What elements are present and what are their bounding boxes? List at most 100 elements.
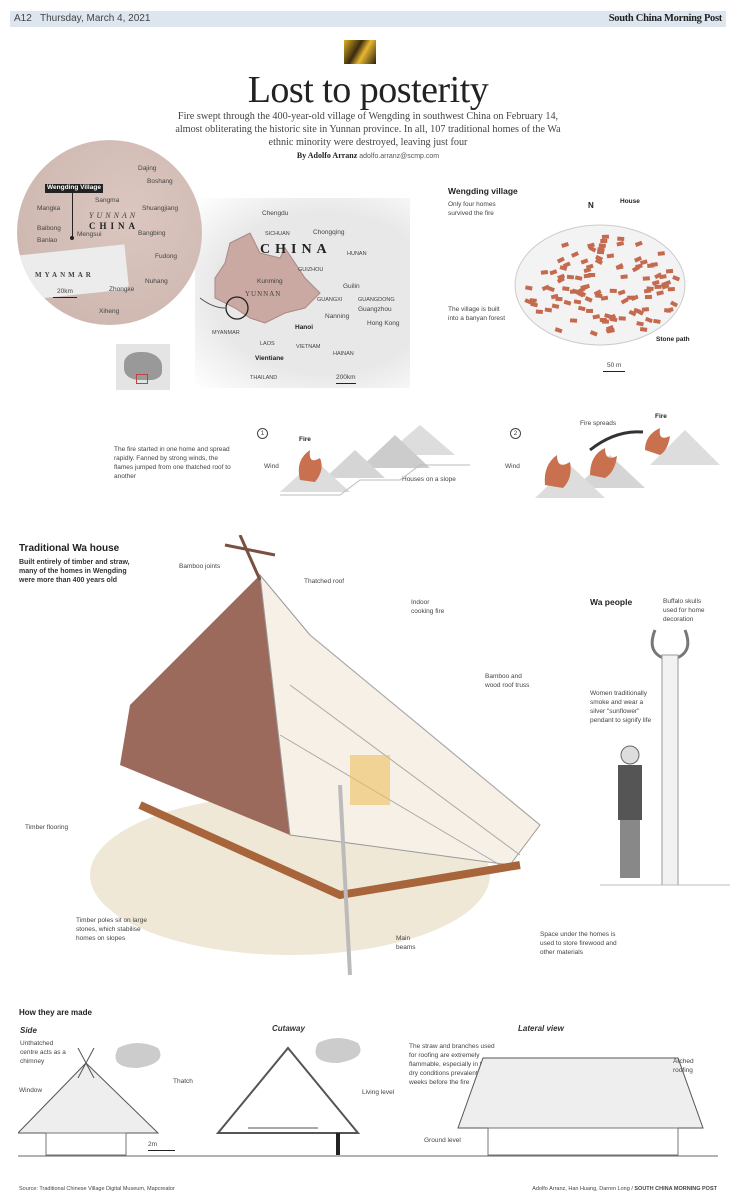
country-label: CHINA <box>89 221 140 231</box>
wind-label: Wind <box>264 463 279 470</box>
house-block <box>592 314 601 320</box>
country-label: MYANMAR <box>212 330 240 336</box>
province-label: GUIZHOU <box>298 267 324 273</box>
town-label: Xiheng <box>99 308 120 315</box>
wa-house-illustration <box>90 535 541 976</box>
house-block <box>541 284 550 292</box>
house-block <box>524 298 533 305</box>
house-block <box>554 327 563 334</box>
wind-label: Wind <box>505 463 520 470</box>
label-bamboo-joints: Bamboo joints <box>179 563 221 570</box>
village-plan-subtitle: Only four homes survived the fire <box>448 201 496 217</box>
province-label: GUANGXI <box>317 297 343 303</box>
house-block <box>665 307 674 313</box>
town-label: Mengsui <box>77 231 102 238</box>
house-block <box>620 297 629 305</box>
house-block <box>608 313 617 321</box>
house-block <box>654 272 663 280</box>
page-title: Lost to posterity <box>247 69 489 111</box>
town-label: Zhongke <box>109 286 135 293</box>
house-block <box>598 243 606 248</box>
credits: Adolfo Arranz, Han Huang, Darren Long / … <box>532 1185 717 1194</box>
province-label: SICHUAN <box>265 231 290 237</box>
house-block <box>609 288 617 293</box>
fire-step-1: 1 Fire Wind Houses on a slope <box>255 420 475 500</box>
house-block <box>569 289 578 294</box>
house-block <box>584 296 593 303</box>
house-block <box>636 321 644 327</box>
step-number: 2 <box>510 428 521 439</box>
cutaway-title: Cutaway <box>272 1024 305 1033</box>
town-label: Boshang <box>147 178 173 185</box>
fire-description: The fire started in one home and spread … <box>114 446 231 480</box>
label-arched-roofing: Arched roofing <box>673 1058 694 1074</box>
house-block <box>659 274 667 280</box>
label-roof-truss: Bamboo and wood roof truss <box>485 673 530 689</box>
house-block <box>606 253 615 259</box>
china-inset-map <box>116 344 170 390</box>
house-block <box>653 318 661 324</box>
house-block <box>600 239 608 244</box>
byline: By Adolfo Arranz adolfo.arranz@scmp.com <box>0 151 736 160</box>
house-block <box>615 264 624 270</box>
label-window: Window <box>19 1087 43 1094</box>
wa-people-title: Wa people <box>590 597 633 607</box>
house-block <box>597 247 605 252</box>
house-block <box>628 309 637 317</box>
wa-house-intro: Built entirely of timber and straw, many… <box>19 559 130 584</box>
house-block <box>644 294 653 300</box>
town-label: Fudong <box>155 253 178 260</box>
wa-people-illustration <box>600 629 730 886</box>
town-label: Mangka <box>37 205 61 212</box>
house-block <box>639 327 648 332</box>
credit-names: Adolfo Arranz, Han Huang, Darren Long / <box>532 1186 633 1192</box>
slope-label: Houses on a slope <box>402 476 456 483</box>
village-callout: Wengding Village <box>45 184 103 193</box>
house-block <box>607 328 615 334</box>
house-block <box>578 290 587 298</box>
map-scale: 200km <box>336 374 356 384</box>
house-block <box>587 242 595 249</box>
label-living-level: Living level <box>362 1089 395 1096</box>
country-label: VIETNAM <box>296 344 321 350</box>
construction-diagrams <box>18 1038 718 1157</box>
lateral-view-title: Lateral view <box>518 1024 564 1033</box>
city-label: Chongqing <box>313 229 345 236</box>
plan-scale: 50 m <box>603 362 626 372</box>
map-scale: 20km <box>53 288 77 298</box>
house-block <box>599 317 607 323</box>
stone-path-label: Stone path <box>656 336 690 343</box>
house-block <box>555 296 563 302</box>
house-block <box>620 274 628 280</box>
city-label: Chengdu <box>262 210 289 217</box>
fire-step-2: 2 Fire Fire spreads Wind <box>505 410 725 500</box>
house-block <box>540 269 549 275</box>
house-block <box>551 303 560 309</box>
town-label: Banlao <box>37 237 58 244</box>
house-block <box>617 236 625 241</box>
house-block <box>661 283 670 290</box>
house-block <box>546 285 555 293</box>
house-block <box>580 258 589 265</box>
label-thatch: Thatch <box>173 1078 193 1085</box>
house-block <box>577 305 586 312</box>
house-block <box>651 279 660 286</box>
province-label: YUNNAN <box>89 211 139 220</box>
city-label: Hong Kong <box>367 320 400 327</box>
town-label: Sangma <box>95 197 120 204</box>
house-block <box>665 268 674 274</box>
source-note: Source: Traditional Chinese Village Digi… <box>19 1186 175 1192</box>
yunnan-shape <box>199 232 321 324</box>
label-main-beams: Main beams <box>396 935 416 951</box>
author-name: By Adolfo Arranz <box>296 151 358 160</box>
country-label: LAOS <box>260 341 275 347</box>
fire-label: Fire <box>299 436 311 443</box>
house-block <box>589 330 598 337</box>
house-block <box>569 318 578 323</box>
house-block <box>669 300 679 308</box>
house-block <box>530 301 539 308</box>
house-block <box>556 276 565 284</box>
fire-spreads-label: Fire spreads <box>580 420 617 427</box>
town-label: Nuhang <box>145 278 168 285</box>
house-block <box>580 284 588 290</box>
